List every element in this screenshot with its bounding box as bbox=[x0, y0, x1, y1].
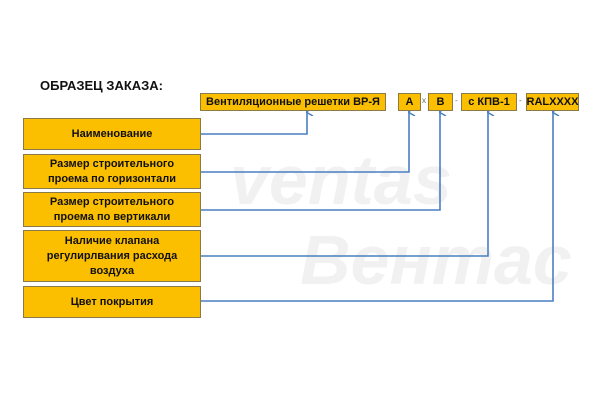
field-color: Цвет покрытия bbox=[23, 286, 201, 318]
page-title: ОБРАЗЕЦ ЗАКАЗА: bbox=[40, 78, 164, 93]
field-name: Наименование bbox=[23, 118, 201, 150]
connector-name bbox=[201, 112, 307, 135]
connector-width bbox=[201, 112, 409, 173]
code-b: B bbox=[428, 93, 453, 111]
separator: x bbox=[422, 96, 426, 105]
connector-color bbox=[201, 112, 553, 302]
field-width: Размер строительного проема по горизонта… bbox=[23, 154, 201, 189]
separator: - bbox=[455, 96, 458, 105]
connector-valve bbox=[201, 112, 488, 257]
separator: - bbox=[519, 96, 522, 105]
code-a: A bbox=[398, 93, 421, 111]
code-ral: RALXXXX bbox=[526, 93, 579, 111]
connector-height bbox=[201, 112, 440, 211]
code-name: Вентиляционные решетки ВР-Я bbox=[200, 93, 386, 111]
code-valve: с КПВ-1 bbox=[461, 93, 517, 111]
watermark-latin: ventas bbox=[230, 141, 452, 219]
field-valve: Наличие клапана регулирлвания расхода во… bbox=[23, 230, 201, 282]
field-height: Размер строительного проема по вертикали bbox=[23, 192, 201, 227]
watermark-cyrillic: Вентас bbox=[300, 221, 572, 299]
